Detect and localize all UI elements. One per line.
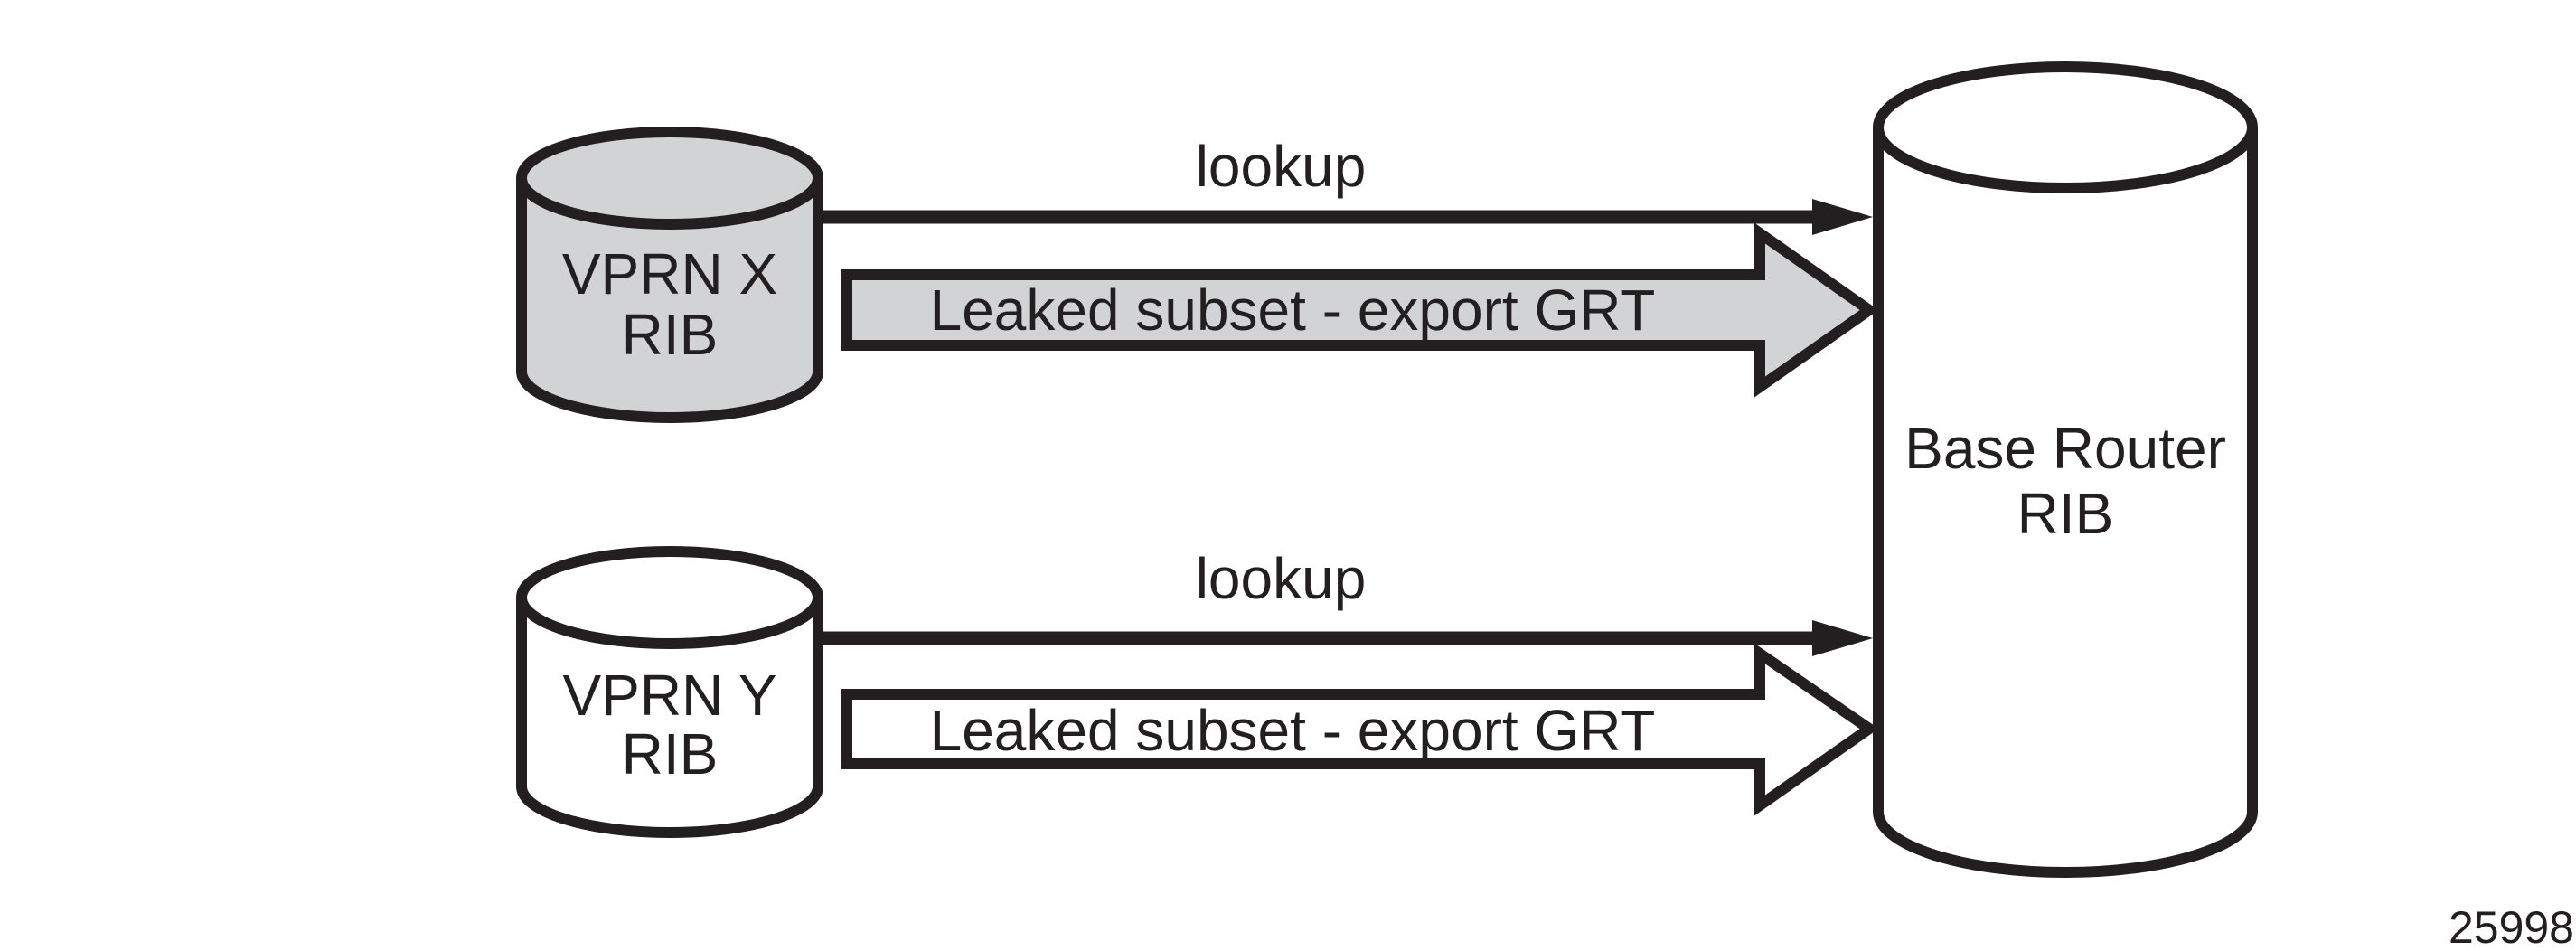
lookup-arrow-top [818, 199, 1873, 235]
base-router-cylinder-body [1873, 127, 2258, 878]
lookup-arrow-bottom-head-icon [1812, 620, 1873, 656]
vprn-x-label-line2: RIB [622, 302, 719, 367]
leaked-subset-arrow-top [841, 222, 1879, 398]
base-router-cylinder [1873, 61, 2258, 878]
base-router-label-line1: Base Router [1904, 416, 2226, 481]
leaked-subset-arrow-bottom [841, 643, 1879, 816]
vprn-y-cylinder [516, 546, 823, 838]
vprn-y-cylinder-top [516, 546, 823, 649]
vprn-x-label-line1: VPRN X [562, 241, 777, 306]
lookup-arrow-top-head-icon [1812, 199, 1873, 235]
base-router-cylinder-top [1873, 61, 2258, 193]
leaked-subset-arrow-top-label: Leaked subset - export GRT [930, 278, 1656, 343]
lookup-arrow-top-label: lookup [1196, 134, 1367, 199]
lookup-arrow-bottom [818, 620, 1873, 656]
vprn-x-cylinder-body [516, 178, 823, 423]
vprn-y-label-line1: VPRN Y [562, 663, 776, 728]
vprn-x-cylinder [516, 127, 823, 423]
vprn-x-cylinder-top [516, 127, 823, 230]
vprn-y-label-line2: RIB [622, 721, 719, 786]
base-router-label-line2: RIB [2017, 481, 2114, 546]
lookup-arrow-bottom-label: lookup [1196, 546, 1367, 611]
figure-number: 25998 [2449, 902, 2574, 951]
leaked-subset-arrow-bottom-label: Leaked subset - export GRT [930, 698, 1656, 763]
vprn-y-cylinder-body [516, 598, 823, 838]
